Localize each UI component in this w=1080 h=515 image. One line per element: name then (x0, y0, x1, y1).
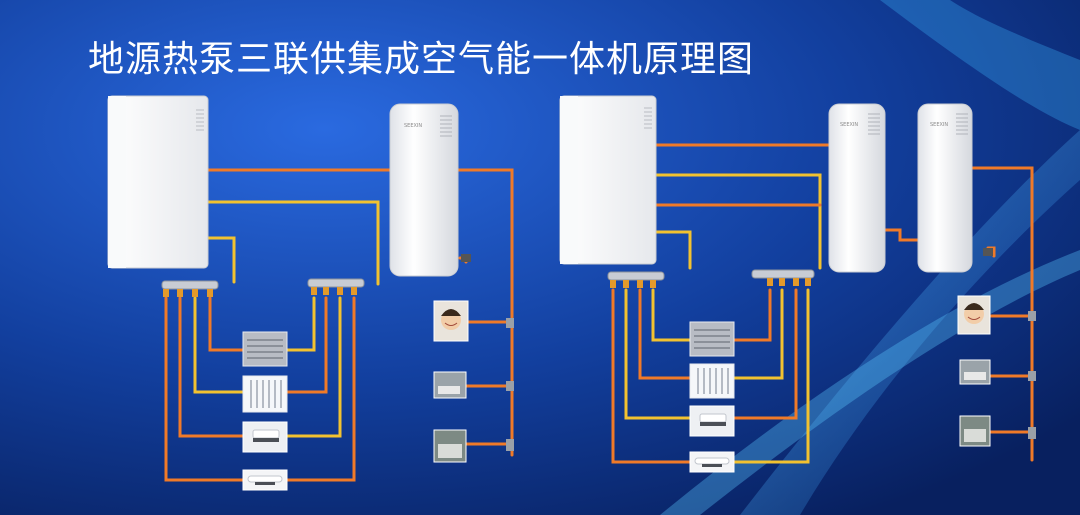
left-fan-coil (243, 422, 287, 452)
right-unit-brand: SEEXIN (840, 122, 858, 128)
right-radiator (690, 364, 734, 398)
right-heat-pump-unit (560, 96, 656, 264)
left-water-heater-tank: SEEXIN (390, 104, 471, 276)
right-wall-air-unit (690, 452, 734, 472)
left-manifold-return (308, 279, 364, 295)
left-manifold-supply (162, 281, 218, 297)
left-system: SEEXIN (108, 96, 514, 490)
left-heat-pump-unit (108, 96, 208, 268)
left-outlet-sink (434, 430, 514, 462)
left-radiator (243, 376, 287, 412)
right-air-energy-unit: SEEXIN (829, 104, 885, 272)
right-water-heater-tank: SEEXIN (918, 104, 993, 272)
right-manifold-return (752, 270, 814, 286)
right-manifold-supply (608, 272, 664, 288)
left-tank-brand: SEEXIN (404, 123, 422, 129)
right-tank-brand: SEEXIN (930, 122, 948, 128)
right-outlet-basin (960, 360, 1036, 384)
left-wall-air-unit (243, 470, 287, 490)
right-system: SEEXIN SEEXIN (560, 96, 1036, 472)
left-floor-heating-panel (243, 332, 287, 366)
right-fan-coil (690, 406, 734, 436)
right-floor-heating-panel (690, 322, 734, 356)
